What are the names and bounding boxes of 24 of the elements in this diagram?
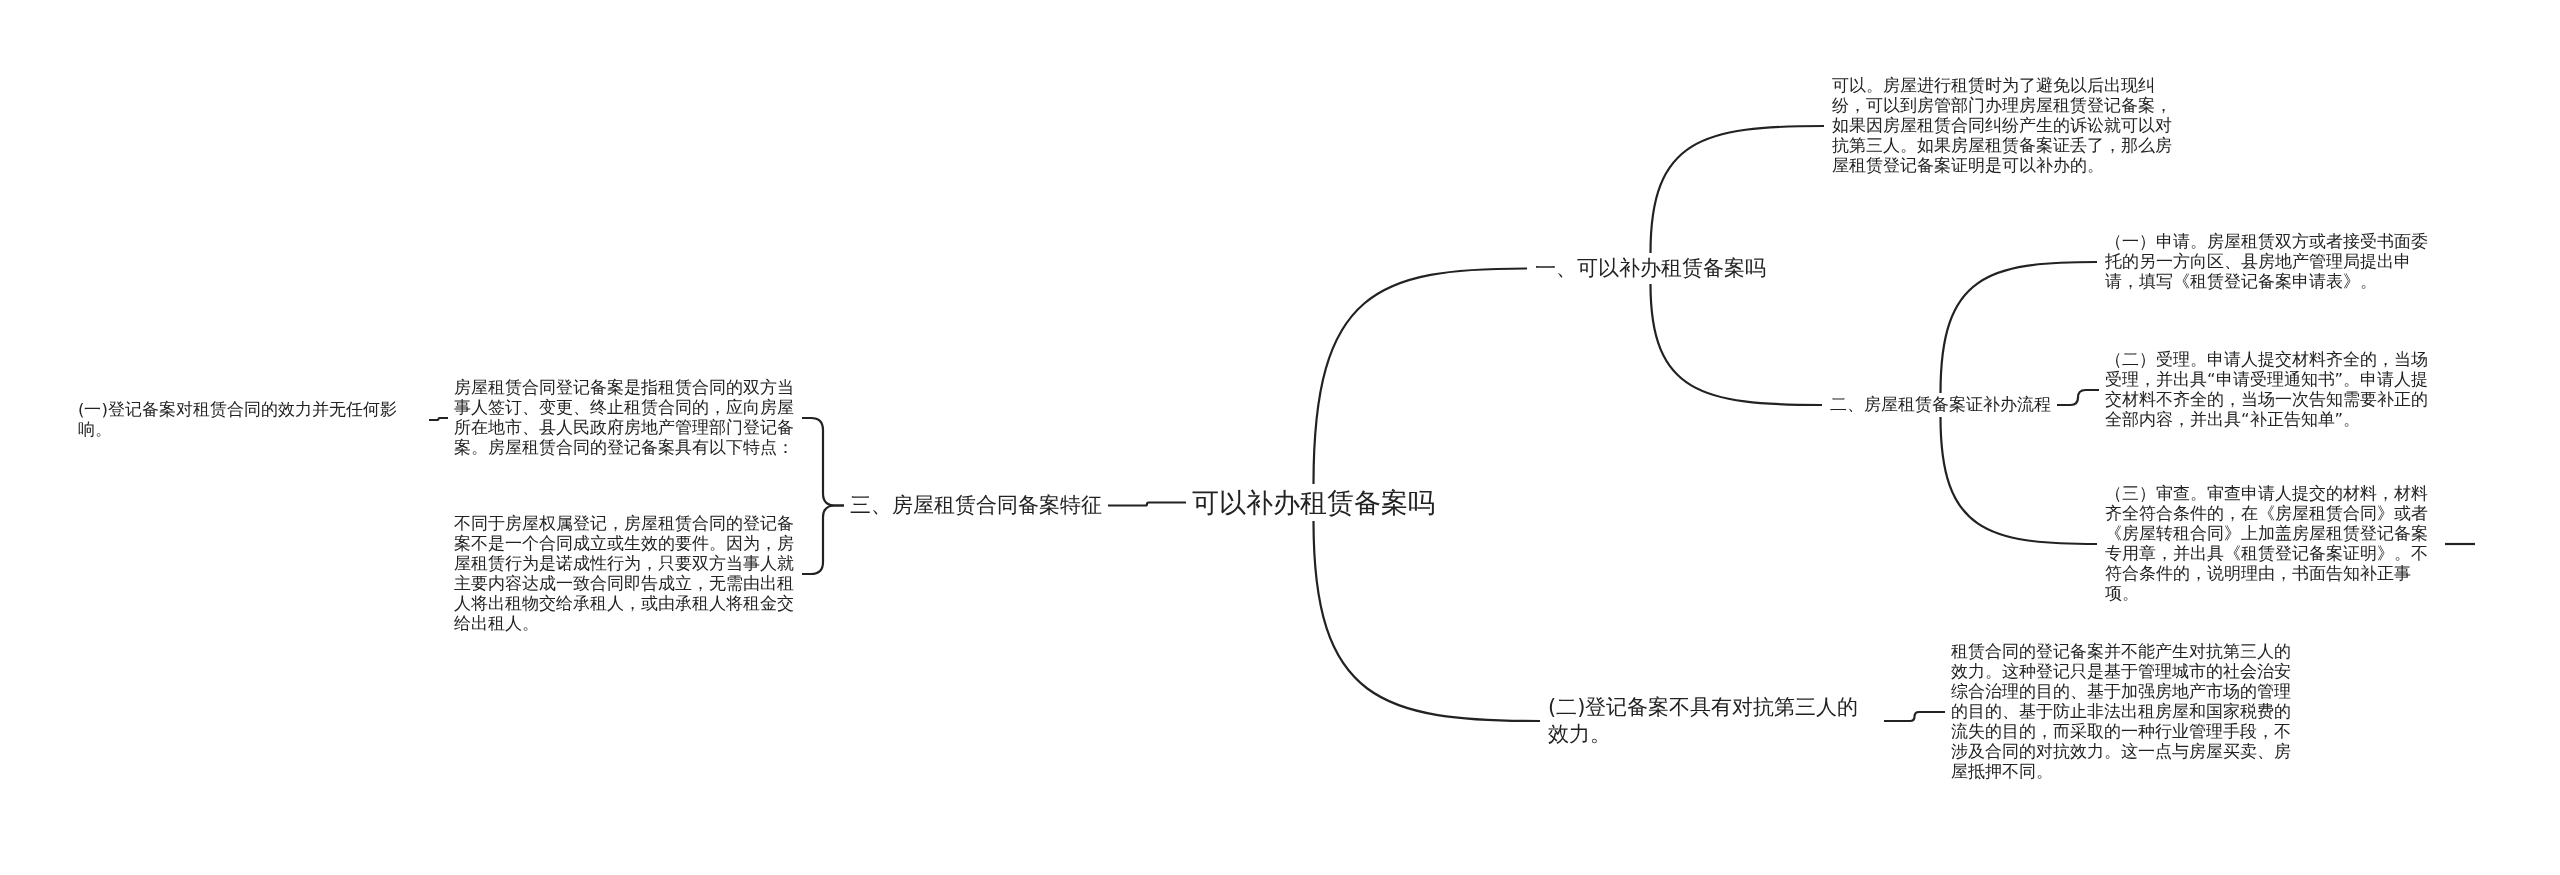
brace-line: [1108, 501, 1186, 507]
brace-line: [429, 416, 448, 422]
brace-line: [2057, 388, 2099, 407]
branch-topic: (二)登记备案不具有对抗第三人的效力。: [1548, 694, 1878, 748]
branch-topic: 二、房屋租赁备案证补办流程: [1830, 395, 2051, 415]
connector-line: [2445, 542, 2475, 546]
curved-branch-line: [1939, 260, 2097, 394]
note-text: （一）申请。房屋租赁双方或者接受书面委托的另一方向区、县房地产管理局提出申请，填写《租赁登记备案申请表》。: [2105, 232, 2441, 292]
curved-branch-line: [1939, 416, 2097, 546]
note-text: （二）受理。申请人提交材料齐全的，当场受理，并出具“申请受理通知书”。申请人提交材料不齐全的，当场一次告知需要补正的全部内容，并出具“补正告知单”。: [2105, 350, 2441, 430]
curved-branch-line: [1649, 124, 1824, 254]
note-text: （三）审查。审查申请人提交的材料，材料齐全符合条件的，在《房屋租赁合同》或者《房屋转租合同》上加盖房屋租赁登记备案专用章，并出具《租赁登记备案证明》。不符合条件的，说明理由，书面告知补正事项。: [2105, 484, 2441, 604]
curved-branch-line: [1312, 267, 1527, 485]
note-text: (一)登记备案对租赁合同的效力并无任何影响。: [78, 400, 423, 440]
note-text: 租赁合同的登记备案并不能产生对抗第三人的效力。这种登记只是基于管理城市的社会治安综合治理的目的、基于加强房地产市场的管理的目的、基于防止非法出租房屋和国家税费的流失的目的，而采取的一种行业管理手段，不涉及合同的对抗效力。这一点与房屋买卖、房屋抵押不同。: [1951, 642, 2293, 782]
note-text: 可以。房屋进行租赁时为了避免以后出现纠纷，可以到房管部门办理房屋租赁登记备案，如果因房屋租赁合同纠纷产生的诉讼就可以对抗第三人。如果房屋租赁备案证丢了，那么房屋租赁登记备案证明是可以补办的。: [1832, 76, 2172, 176]
brace-line: [1884, 710, 1945, 723]
branch-topic: 一、可以补办租赁备案吗: [1535, 255, 1766, 282]
note-text: 不同于房屋权属登记，房屋租赁合同的登记备案不是一个合同成立或生效的要件。因为，房屋租赁行为是诺成性行为，只要双方当事人就主要内容达成一致合同即告成立，无需由出租人将出租物交给承租人，或由承租人将租金交给出租人。: [454, 514, 796, 634]
curved-branch-line: [1649, 283, 1822, 407]
note-text: 房屋租赁合同登记备案是指租赁合同的双方当事人签订、变更、终止租赁合同的，应向房屋所在地市、县人民政府房地产管理部门登记备案。房屋租赁合同的登记备案具有以下特点：: [454, 378, 796, 458]
branch-topic: 三、房屋租赁合同备案特征: [850, 492, 1102, 519]
curved-branch-line: [1312, 520, 1540, 723]
central-topic: 可以补办租赁备案吗: [1192, 486, 1435, 519]
